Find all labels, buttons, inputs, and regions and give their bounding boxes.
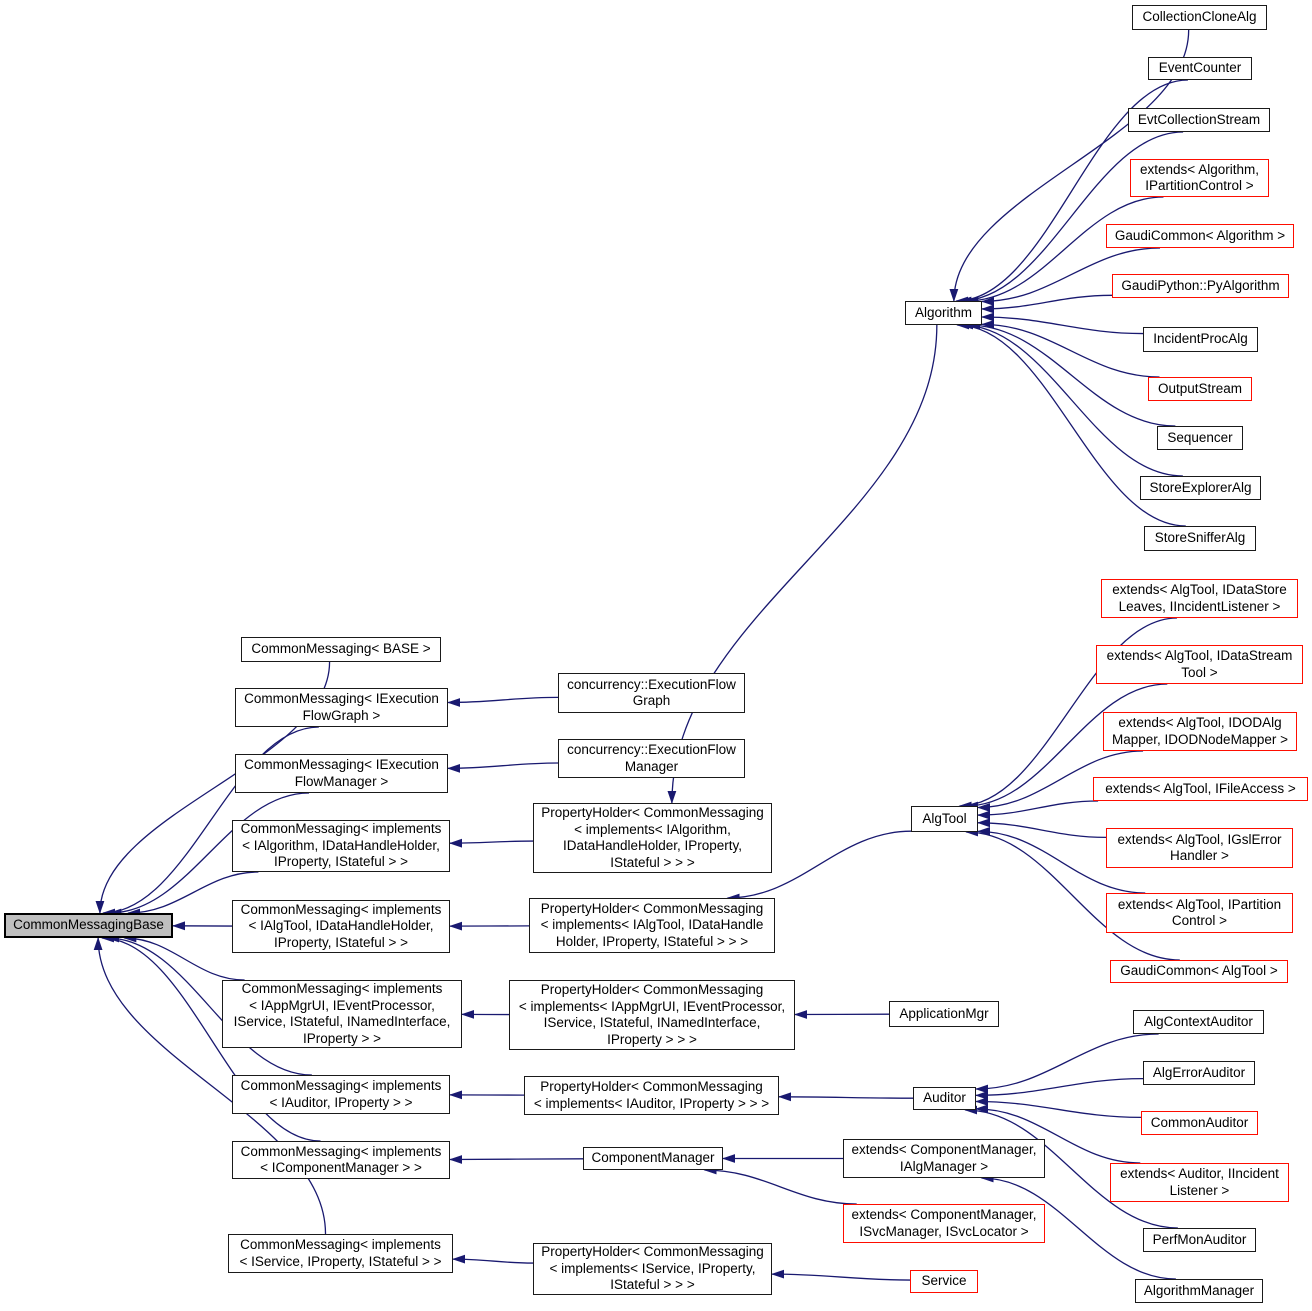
node-ext-algtool-ifileaccess[interactable]: extends< AlgTool, IFileAccess > xyxy=(1093,777,1308,801)
node-output-stream[interactable]: OutputStream xyxy=(1148,377,1252,401)
node-ph-ialgorithm[interactable]: PropertyHolder< CommonMessaging < implem… xyxy=(533,803,772,873)
edge-gaudipython-pyalgorithm-to-algorithm xyxy=(981,294,1113,314)
node-ext-algtool-ipartitioncontrol[interactable]: extends< AlgTool, IPartition Control > xyxy=(1106,893,1293,933)
node-collection-clone-alg[interactable]: CollectionCloneAlg xyxy=(1132,5,1267,30)
node-concurrency-executionflowgraph[interactable]: concurrency::ExecutionFlow Graph xyxy=(558,673,745,713)
node-event-counter[interactable]: EventCounter xyxy=(1148,57,1252,80)
edge-ext-algorithm-ipartitioncontrol-to-algorithm xyxy=(965,196,1164,306)
node-cm-iauditor[interactable]: CommonMessaging< implements < IAuditor, … xyxy=(232,1075,450,1114)
edge-ph-iservice-to-cm-iservice xyxy=(452,1254,534,1264)
edge-ext-algtool-igslerrorhandler-to-algtool xyxy=(977,818,1107,839)
node-ph-iappmgrui[interactable]: PropertyHolder< CommonMessaging < implem… xyxy=(509,980,795,1050)
node-cm-iservice[interactable]: CommonMessaging< implements < IService, … xyxy=(228,1234,453,1273)
node-cm-iappmgrui[interactable]: CommonMessaging< implements < IAppMgrUI,… xyxy=(222,980,462,1048)
node-store-sniffer-alg[interactable]: StoreSnifferAlg xyxy=(1144,526,1256,551)
node-ph-iauditor[interactable]: PropertyHolder< CommonMessaging < implem… xyxy=(524,1076,779,1115)
edge-component-manager-to-cm-icomponentmanager xyxy=(449,1155,584,1164)
edge-output-stream-to-algorithm xyxy=(981,320,1160,378)
edge-ext-componentmanager-isvcmanager-to-component-manager xyxy=(703,1165,857,1205)
node-sequencer[interactable]: Sequencer xyxy=(1157,426,1243,450)
node-store-explorer-alg[interactable]: StoreExplorerAlg xyxy=(1140,476,1261,500)
node-ext-algtool-idatastreamtool[interactable]: extends< AlgTool, IDataStream Tool > xyxy=(1096,645,1303,684)
node-ph-ialgtool[interactable]: PropertyHolder< CommonMessaging < implem… xyxy=(529,898,775,953)
edge-common-auditor-to-auditor xyxy=(975,1097,1142,1119)
node-gaudipython-pyalgorithm[interactable]: GaudiPython::PyAlgorithm xyxy=(1112,274,1289,298)
edge-algorithm-to-ph-ialgorithm xyxy=(667,324,938,804)
edge-algorithm-manager-to-ext-componentmanager-ialgmanager xyxy=(980,1173,1176,1280)
edge-event-counter-to-algorithm xyxy=(955,79,1188,306)
edge-cm-iexecutionflowgraph-to-common-messaging-base xyxy=(102,726,319,918)
edge-cm-iappmgrui-to-common-messaging-base xyxy=(123,933,245,981)
edge-ext-algtool-idatastreamtool-to-algtool xyxy=(964,683,1168,811)
node-alg-error-auditor[interactable]: AlgErrorAuditor xyxy=(1143,1061,1255,1085)
node-ext-algtool-idatastoreleaves[interactable]: extends< AlgTool, IDataStore Leaves, IIn… xyxy=(1101,579,1298,618)
edge-cm-iauditor-to-common-messaging-base xyxy=(106,933,312,1076)
node-service[interactable]: Service xyxy=(910,1270,978,1293)
edge-gaudicommon-algorithm-to-algorithm xyxy=(981,247,1161,306)
node-cm-icomponentmanager[interactable]: CommonMessaging< implements < IComponent… xyxy=(232,1141,450,1179)
node-cm-iexecutionflowmanager[interactable]: CommonMessaging< IExecution FlowManager … xyxy=(235,754,448,793)
node-cm-iexecutionflowgraph[interactable]: CommonMessaging< IExecution FlowGraph > xyxy=(235,688,448,727)
node-ph-iservice[interactable]: PropertyHolder< CommonMessaging < implem… xyxy=(533,1243,772,1295)
node-algtool[interactable]: AlgTool xyxy=(911,806,978,832)
edge-concurrency-executionflowgraph-to-cm-iexecutionflowgraph xyxy=(447,696,559,707)
edge-cm-ialgorithm-to-common-messaging-base xyxy=(127,871,259,918)
node-gaudicommon-algorithm[interactable]: GaudiCommon< Algorithm > xyxy=(1106,224,1294,248)
node-component-manager[interactable]: ComponentManager xyxy=(583,1147,723,1170)
node-evt-collection-stream[interactable]: EvtCollectionStream xyxy=(1128,108,1270,132)
edge-ext-algtool-idodalgmapper-to-algtool xyxy=(977,750,1144,812)
node-incident-proc-alg[interactable]: IncidentProcAlg xyxy=(1143,327,1258,352)
edge-evt-collection-stream-to-algorithm xyxy=(958,131,1184,306)
edge-cm-iexecutionflowmanager-to-common-messaging-base xyxy=(108,792,310,918)
node-ext-componentmanager-isvcmanager[interactable]: extends< ComponentManager, ISvcManager, … xyxy=(843,1204,1045,1243)
node-common-auditor[interactable]: CommonAuditor xyxy=(1141,1111,1258,1135)
edge-service-to-ph-iservice xyxy=(771,1269,911,1281)
edge-alg-context-auditor-to-auditor xyxy=(975,1033,1159,1094)
node-ext-componentmanager-ialgmanager[interactable]: extends< ComponentManager, IAlgManager > xyxy=(843,1139,1045,1178)
edge-sequencer-to-algorithm xyxy=(967,320,1176,427)
edge-gaudicommon-algtool-to-algtool xyxy=(965,827,1180,961)
edge-concurrency-executionflowmanager-to-cm-iexecutionflowmanager xyxy=(447,762,559,773)
node-application-mgr[interactable]: ApplicationMgr xyxy=(889,1001,999,1027)
edge-algtool-to-ph-ialgtool xyxy=(726,830,912,903)
node-auditor[interactable]: Auditor xyxy=(913,1087,976,1110)
node-ext-algtool-idodalgmapper[interactable]: extends< AlgTool, IDODAlg Mapper, IDODNo… xyxy=(1103,712,1297,751)
node-common-messaging-base[interactable]: CommonMessagingBase xyxy=(4,913,173,938)
edge-cm-icomponentmanager-to-common-messaging-base xyxy=(100,933,321,1142)
edge-alg-error-auditor-to-auditor xyxy=(975,1077,1144,1100)
edge-cm-iservice-to-common-messaging-base xyxy=(93,937,327,1235)
edge-incident-proc-alg-to-algorithm xyxy=(981,312,1144,335)
node-concurrency-executionflowmanager[interactable]: concurrency::ExecutionFlow Manager xyxy=(558,739,745,778)
edge-store-explorer-alg-to-algorithm xyxy=(960,320,1183,477)
edge-ext-algtool-ipartitioncontrol-to-algtool xyxy=(977,826,1146,894)
node-ext-algtool-igslerrorhandler[interactable]: extends< AlgTool, IGslError Handler > xyxy=(1106,828,1293,868)
edge-perfmon-auditor-to-auditor xyxy=(964,1105,1178,1229)
node-alg-context-auditor[interactable]: AlgContextAuditor xyxy=(1133,1010,1264,1034)
edge-ext-algtool-idatastoreleaves-to-algtool xyxy=(958,617,1177,811)
node-cm-base[interactable]: CommonMessaging< BASE > xyxy=(241,637,441,662)
edge-auditor-to-ph-iauditor xyxy=(778,1092,914,1102)
edge-ext-algtool-ifileaccess-to-algtool xyxy=(977,800,1099,820)
edge-ph-ialgorithm-to-cm-ialgorithm xyxy=(449,838,534,848)
node-algorithm[interactable]: Algorithm xyxy=(905,301,982,325)
node-cm-ialgtool[interactable]: CommonMessaging< implements < IAlgTool, … xyxy=(232,900,450,953)
edge-store-sniffer-alg-to-algorithm xyxy=(956,320,1186,527)
node-gaudicommon-algtool[interactable]: GaudiCommon< AlgTool > xyxy=(1110,960,1288,983)
node-ext-algorithm-ipartitioncontrol[interactable]: extends< Algorithm, IPartitionControl > xyxy=(1130,159,1269,197)
node-cm-ialgorithm[interactable]: CommonMessaging< implements < IAlgorithm… xyxy=(232,820,450,872)
node-algorithm-manager[interactable]: AlgorithmManager xyxy=(1135,1279,1263,1303)
node-ext-auditor-iincidentlistener[interactable]: extends< Auditor, IIncident Listener > xyxy=(1110,1163,1289,1202)
node-perfmon-auditor[interactable]: PerfMonAuditor xyxy=(1143,1228,1256,1252)
edge-ext-auditor-iincidentlistener-to-auditor xyxy=(975,1104,1141,1164)
